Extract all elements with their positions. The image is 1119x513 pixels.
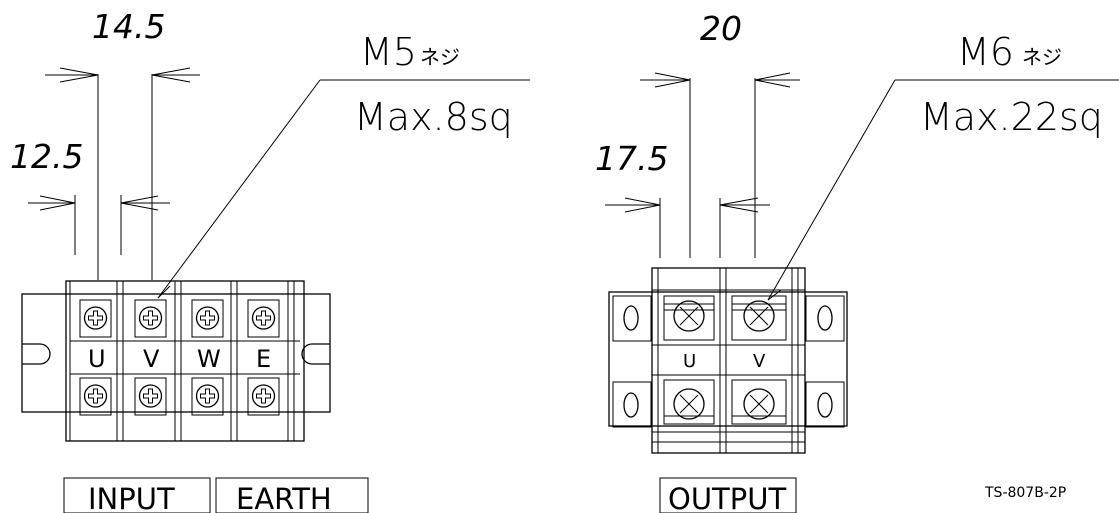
- left-terminal-block: [21, 280, 331, 442]
- terminal-label-w: W: [197, 345, 221, 373]
- label-input: INPUT: [88, 482, 175, 513]
- terminal-label-e: E: [256, 345, 271, 373]
- right-bottom-labels: OUTPUT TS-807B-2P: [659, 477, 1066, 513]
- left-screw-top-1: [83, 306, 108, 330]
- left-screw-bottom-3: [195, 384, 220, 408]
- left-dimensions: 14.5 12.5: [10, 7, 200, 280]
- left-screw-bottom-4: [251, 384, 276, 408]
- left-screw-suffix: ネジ: [420, 45, 460, 69]
- dim-left-inner: 12.5: [10, 137, 83, 176]
- label-output: OUTPUT: [668, 482, 786, 513]
- right-dimensions: 20 17.5: [595, 9, 800, 258]
- left-screw-top-3: [195, 306, 220, 330]
- right-screw-suffix: ネジ: [1022, 45, 1062, 69]
- right-terminal-block: [608, 267, 848, 454]
- left-leader: M5 ネジ Max.8sq: [157, 30, 530, 299]
- right-terminal-labels: U V: [683, 351, 766, 372]
- left-screw-label: M5: [360, 30, 417, 74]
- terminal-label-u: U: [88, 345, 106, 373]
- left-screw-top-4: [251, 306, 276, 330]
- right-screw-label: M6: [957, 30, 1014, 74]
- terminal-label-output-u: U: [683, 351, 696, 372]
- terminal-label-output-v: V: [753, 351, 766, 372]
- right-screw-top-v: [743, 300, 775, 332]
- right-leader: M6 ネジ Max.22sq: [767, 30, 1119, 301]
- right-wire-spec: Max.22sq: [920, 95, 1103, 139]
- dim-right-outer: 20: [700, 9, 742, 48]
- label-earth: EARTH: [236, 482, 332, 513]
- left-screw-bottom-1: [83, 384, 108, 408]
- part-number: TS-807B-2P: [984, 485, 1066, 501]
- right-screw-bottom-v: [743, 388, 775, 420]
- dim-left-outer: 14.5: [92, 7, 165, 46]
- right-screw-bottom-u: [673, 388, 705, 420]
- right-screw-top-u: [673, 300, 705, 332]
- left-wire-spec: Max.8sq: [354, 95, 513, 139]
- left-terminal-labels: U V W E: [88, 345, 271, 373]
- dim-right-inner: 17.5: [595, 139, 668, 178]
- left-screw-top-2: [138, 306, 163, 330]
- left-bottom-labels: INPUT EARTH: [63, 477, 369, 513]
- terminal-label-v: V: [143, 345, 160, 373]
- left-screw-bottom-2: [138, 384, 163, 408]
